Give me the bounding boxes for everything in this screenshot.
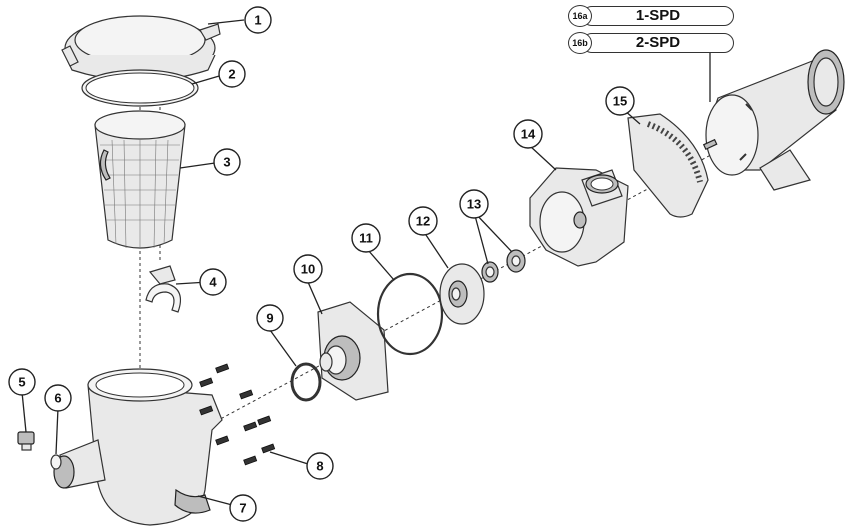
- svg-text:15: 15: [613, 94, 627, 109]
- seal-plate: [317, 301, 389, 401]
- callout-3: 3: [213, 148, 241, 176]
- motor-variant-2spd: 2-SPD 16b: [568, 32, 736, 54]
- strainer-housing: [53, 368, 223, 526]
- svg-text:6: 6: [54, 391, 61, 406]
- motor-variant-label: 1-SPD: [635, 7, 681, 24]
- callout-2: 2: [218, 60, 246, 88]
- motor: [702, 49, 845, 191]
- callout-9: 9: [256, 304, 284, 332]
- callout-11: 11: [351, 223, 381, 253]
- motor-variant-1spd: 1-SPD 16a: [568, 5, 736, 27]
- svg-text:2: 2: [228, 67, 235, 82]
- svg-text:14: 14: [521, 127, 536, 142]
- motor-variant-badge: 16a: [568, 5, 592, 27]
- svg-text:11: 11: [359, 231, 373, 246]
- callout-12: 12: [408, 206, 438, 236]
- callout-10: 10: [293, 254, 323, 284]
- callout-8: 8: [306, 452, 334, 480]
- svg-text:9: 9: [266, 311, 273, 326]
- svg-text:7: 7: [239, 501, 246, 516]
- motor-variant-label-box: 1-SPD: [582, 6, 734, 26]
- drain-plug: [17, 431, 35, 451]
- svg-text:4: 4: [209, 275, 217, 290]
- callout-5: 5: [8, 368, 36, 396]
- callout-4: 4: [199, 268, 227, 296]
- svg-text:10: 10: [301, 262, 315, 277]
- callout-13: 13: [459, 189, 489, 219]
- motor-variant-label: 2-SPD: [635, 34, 681, 51]
- motor-variant-badge: 16b: [568, 32, 592, 54]
- svg-text:5: 5: [18, 375, 25, 390]
- impeller: [439, 263, 485, 325]
- motor-variant-label-box: 2-SPD: [582, 33, 734, 53]
- shaft-seal: [481, 249, 526, 283]
- svg-text:1: 1: [254, 13, 261, 28]
- basket-clip: [145, 283, 181, 313]
- housing-screws: [199, 363, 276, 466]
- callout-14: 14: [513, 119, 543, 149]
- pump-housing: [529, 167, 629, 267]
- drain-plug-gasket: [50, 454, 62, 470]
- svg-text:8: 8: [316, 459, 323, 474]
- diffuser-o-ring: [290, 362, 322, 402]
- motor-cover: [627, 113, 709, 218]
- callout-6: 6: [44, 384, 72, 412]
- svg-text:13: 13: [467, 197, 481, 212]
- housing-o-ring: [376, 272, 444, 356]
- strainer-basket: [94, 110, 186, 249]
- callout-7: 7: [229, 494, 257, 522]
- basket-clip-top: [148, 265, 176, 285]
- svg-text:12: 12: [416, 214, 430, 229]
- svg-text:3: 3: [223, 155, 230, 170]
- callout-1: 1: [244, 6, 272, 34]
- callout-15: 15: [605, 86, 635, 116]
